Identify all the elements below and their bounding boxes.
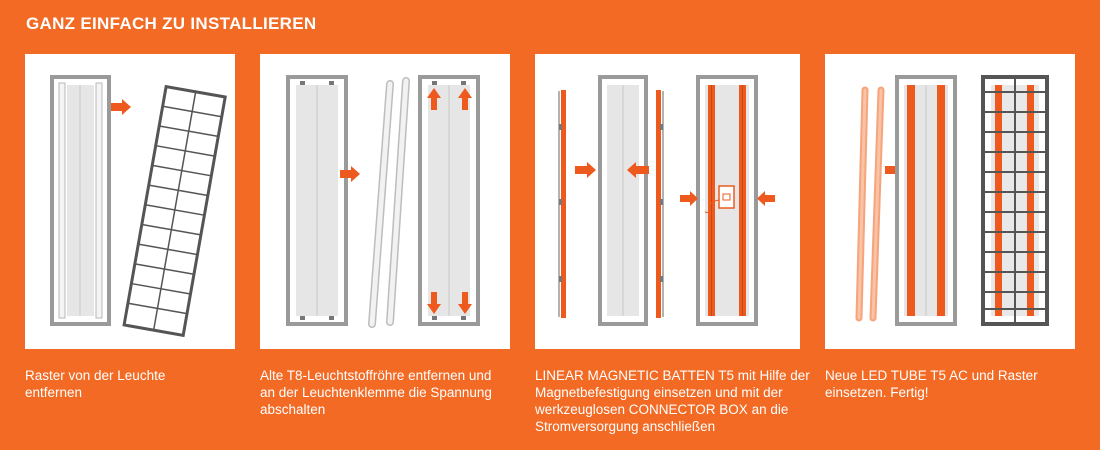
- step-4-illustration: [855, 75, 1049, 326]
- arrow-up-icon: [427, 88, 472, 110]
- luminaire-body: [50, 75, 111, 326]
- step-3-caption: LINEAR MAGNETIC BATTEN T5 mit Hilfe der …: [535, 368, 810, 434]
- arrow-icon: [340, 166, 360, 182]
- arrow-icon: [680, 191, 698, 206]
- louvre-grid: [122, 84, 227, 338]
- arrow-left-icon: [627, 162, 649, 178]
- arrow-left-icon: [757, 191, 775, 206]
- step-2-illustration: [286, 75, 480, 328]
- luminaire-body: [286, 75, 348, 326]
- step-1-caption: Raster von der Leuchte entfernen: [25, 368, 166, 400]
- led-tubes: [855, 86, 885, 322]
- step-4-caption: Neue LED TUBE T5 AC und Raster einsetzen…: [825, 368, 1038, 400]
- step-3-panel: [535, 54, 800, 349]
- step-1-illustration: [50, 75, 227, 338]
- removed-tubes: [368, 77, 410, 328]
- step-3-illustration: [558, 75, 775, 326]
- step-2-caption: Alte T8-Leuchtstoffröhre entfernen und a…: [260, 368, 492, 417]
- step-2-panel: [260, 54, 510, 349]
- luminaire-with-tubes: [895, 75, 957, 326]
- empty-luminaire: [418, 75, 480, 326]
- step-1-panel: [25, 54, 235, 349]
- arrow-icon: [111, 99, 131, 115]
- connector-box-icon: [704, 185, 735, 214]
- luminaire-body: [598, 75, 648, 326]
- step-4-panel: [825, 54, 1075, 349]
- arrow-icon: [575, 162, 596, 178]
- arrow-down-icon: [427, 292, 472, 314]
- luminaire-with-louvre: [981, 75, 1049, 326]
- batten-left: [558, 90, 566, 318]
- page-title: GANZ EINFACH ZU INSTALLIEREN: [26, 14, 317, 33]
- batten-right: [656, 90, 664, 318]
